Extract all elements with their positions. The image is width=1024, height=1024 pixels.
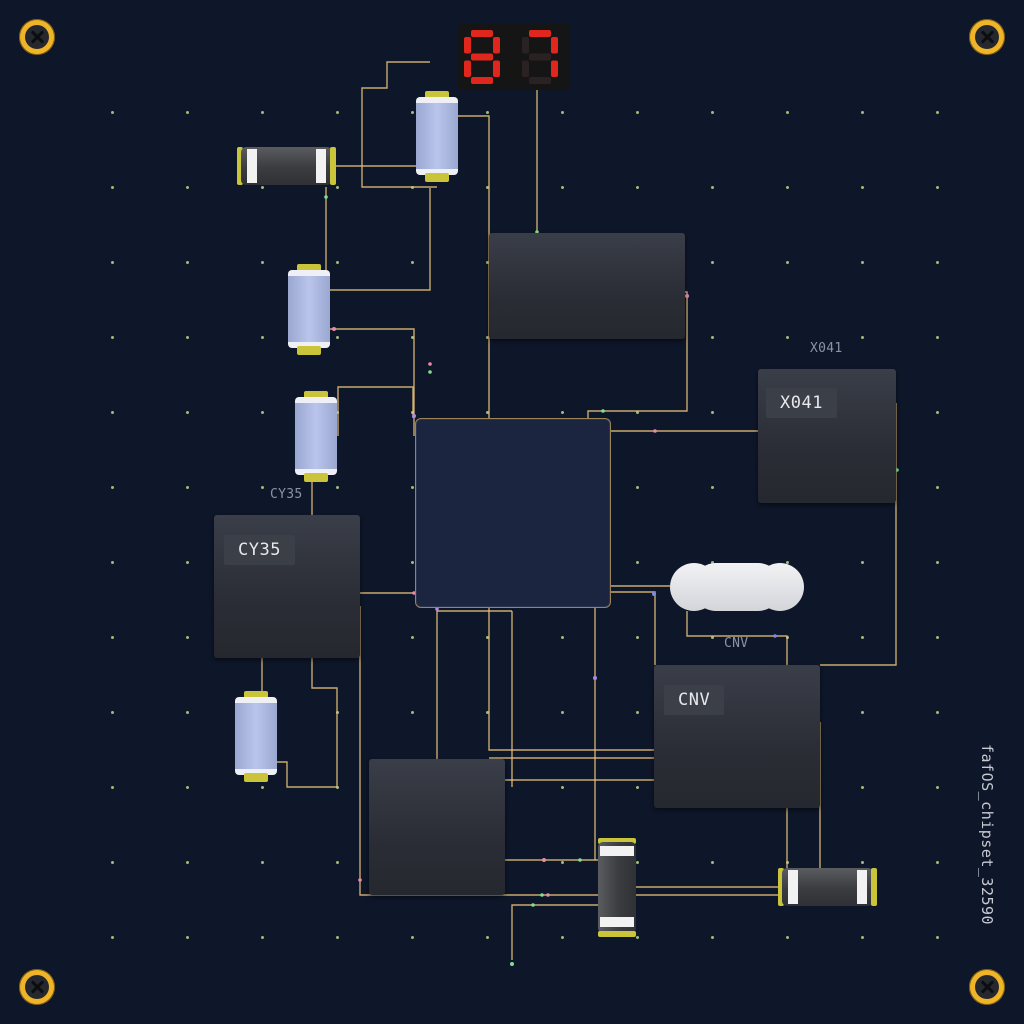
screw-icon xyxy=(19,969,55,1005)
chip-label-cy35: CY35 xyxy=(224,535,295,565)
cpu-chip[interactable] xyxy=(415,418,611,608)
resistor[interactable] xyxy=(237,147,336,185)
segment-b xyxy=(493,37,500,54)
capacitor[interactable] xyxy=(235,691,277,782)
segment-d xyxy=(529,77,551,84)
segment-b xyxy=(551,37,558,54)
capacitor[interactable] xyxy=(288,264,330,355)
chip-unlabeled-top[interactable] xyxy=(489,233,685,339)
segment-g xyxy=(529,53,551,61)
chip-silk-cy35: CY35 xyxy=(270,487,303,502)
chip-silk-x041: X041 xyxy=(810,341,843,356)
chip-x041[interactable]: X041 xyxy=(758,369,896,503)
segment-a xyxy=(529,30,551,37)
resistor[interactable] xyxy=(778,868,877,906)
chip-label-cnv: CNV xyxy=(664,685,725,715)
screw-icon xyxy=(19,19,55,55)
segment-f xyxy=(464,37,471,54)
segment-e xyxy=(464,60,471,77)
seven-segment-display xyxy=(458,24,570,90)
segment-f xyxy=(522,37,529,54)
chip-cnv[interactable]: CNV xyxy=(654,665,820,808)
display-digit xyxy=(522,30,558,84)
chip-label-x041: X041 xyxy=(766,388,837,418)
board-serial: fafOS_chipset_32590 xyxy=(978,744,996,926)
segment-d xyxy=(471,77,493,84)
cloud-component[interactable] xyxy=(670,563,804,611)
capacitor[interactable] xyxy=(295,391,337,482)
segment-e xyxy=(522,60,529,77)
seven-segment-digits xyxy=(464,30,558,84)
segment-g xyxy=(471,53,493,61)
chip-silk-cnv: CNV xyxy=(724,636,749,651)
display-digit xyxy=(464,30,500,84)
segment-c xyxy=(493,60,500,77)
capacitor[interactable] xyxy=(416,91,458,182)
chip-unlabeled-bottom[interactable] xyxy=(369,759,505,895)
screw-icon xyxy=(969,19,1005,55)
resistor[interactable] xyxy=(598,838,636,937)
screw-icon xyxy=(969,969,1005,1005)
segment-c xyxy=(551,60,558,77)
segment-a xyxy=(471,30,493,37)
chip-cy35[interactable]: CY35 xyxy=(214,515,360,658)
